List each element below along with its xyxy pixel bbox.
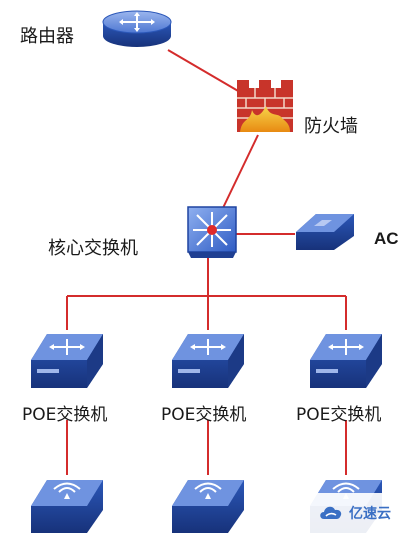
cloud-logo-icon [320, 506, 342, 519]
firewall-icon [237, 80, 293, 132]
watermark-text: 亿速云 [349, 506, 391, 522]
router-icon [102, 10, 172, 47]
links [66, 49, 347, 475]
switch-icon [31, 334, 103, 388]
poe-switch-label-2: POE交换机 [161, 405, 247, 425]
switch-icon [172, 334, 244, 388]
switch-icon [310, 334, 382, 388]
ac-label: AC [374, 229, 399, 248]
router-label: 路由器 [20, 26, 74, 47]
wireless-ap-icon [31, 480, 103, 533]
poe-switch-label-1: POE交换机 [22, 405, 108, 425]
watermark: 亿速云 [310, 493, 414, 533]
poe-switch-label-3: POE交换机 [296, 405, 382, 425]
wireless-ap-icon [172, 480, 244, 533]
core-switch-label: 核心交换机 [48, 238, 138, 259]
core-switch-icon [187, 206, 237, 258]
firewall-label: 防火墙 [304, 116, 358, 137]
link-router-firewall [167, 49, 246, 96]
access-controller-icon [296, 214, 354, 250]
link-firewall-core [221, 134, 259, 211]
